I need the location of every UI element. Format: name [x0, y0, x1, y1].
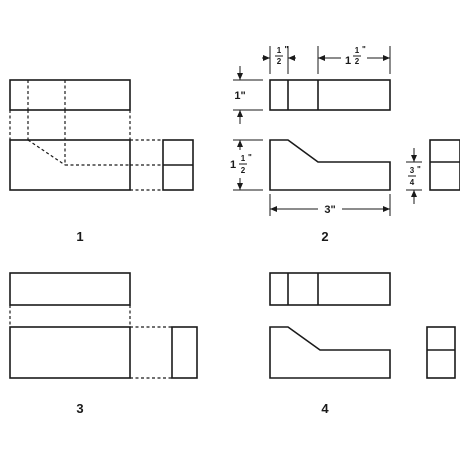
figure-1-front-view	[9, 139, 131, 191]
dim-half-unit: "	[285, 45, 289, 54]
dimension-one-and-half-left: 1 1 2 "	[230, 139, 263, 191]
dim-three-inch-text: 3"	[324, 204, 335, 216]
figure-4: 4	[269, 272, 456, 416]
figure-4-top-view	[269, 272, 391, 306]
dim-half-den: 2	[277, 57, 282, 66]
dim-one-inch-text: 1"	[234, 90, 245, 102]
dim-three-quarter-num: 3	[410, 166, 415, 175]
figure-3-top-view	[9, 272, 131, 306]
figure-2-label: 2	[321, 229, 328, 244]
dim-three-quarter-unit: "	[417, 165, 421, 174]
dim-oneandhalf-left-num: 1	[241, 154, 246, 163]
dimension-one-and-half-top: 1 1 2 "	[317, 45, 391, 74]
dimension-three-inch: 3"	[269, 194, 391, 216]
dim-oneandhalf-top-whole: 1	[345, 55, 351, 67]
figure-4-side-view	[426, 326, 456, 379]
figure-3-label: 3	[76, 401, 83, 416]
dimension-half-inch: 1 2 "	[262, 45, 296, 74]
dim-oneandhalf-top-den: 2	[355, 57, 360, 66]
figure-4-label: 4	[321, 401, 329, 416]
dim-oneandhalf-left-den: 2	[241, 166, 246, 175]
figure-3-side-view	[171, 326, 198, 379]
dim-oneandhalf-top-unit: "	[362, 45, 366, 54]
dim-oneandhalf-left-whole: 1	[230, 159, 236, 171]
dim-three-quarter-den: 4	[410, 178, 415, 187]
figure-2: 1 2 " 1 1 2 " 1"	[230, 45, 460, 244]
dim-oneandhalf-left-unit: "	[248, 153, 252, 162]
dim-half-num: 1	[277, 46, 282, 55]
dim-oneandhalf-top-num: 1	[355, 46, 360, 55]
figure-1-label: 1	[76, 229, 83, 244]
figure-1-side-view	[162, 139, 194, 191]
dimension-three-quarter: 3 4 "	[406, 148, 422, 204]
figure-1: 1	[9, 79, 194, 244]
figure-1-projection-lines	[9, 110, 163, 191]
figure-2-top-view	[269, 79, 391, 111]
dimension-one-inch: 1"	[233, 66, 263, 124]
figure-1-top-view	[9, 79, 131, 111]
figure-2-side-view	[429, 139, 460, 191]
figure-3: 3	[9, 272, 198, 416]
figure-3-projection-lines	[9, 305, 172, 379]
figure-2-front-view	[269, 139, 391, 191]
figure-4-front-view	[269, 326, 391, 379]
figure-3-front-view	[9, 326, 131, 379]
